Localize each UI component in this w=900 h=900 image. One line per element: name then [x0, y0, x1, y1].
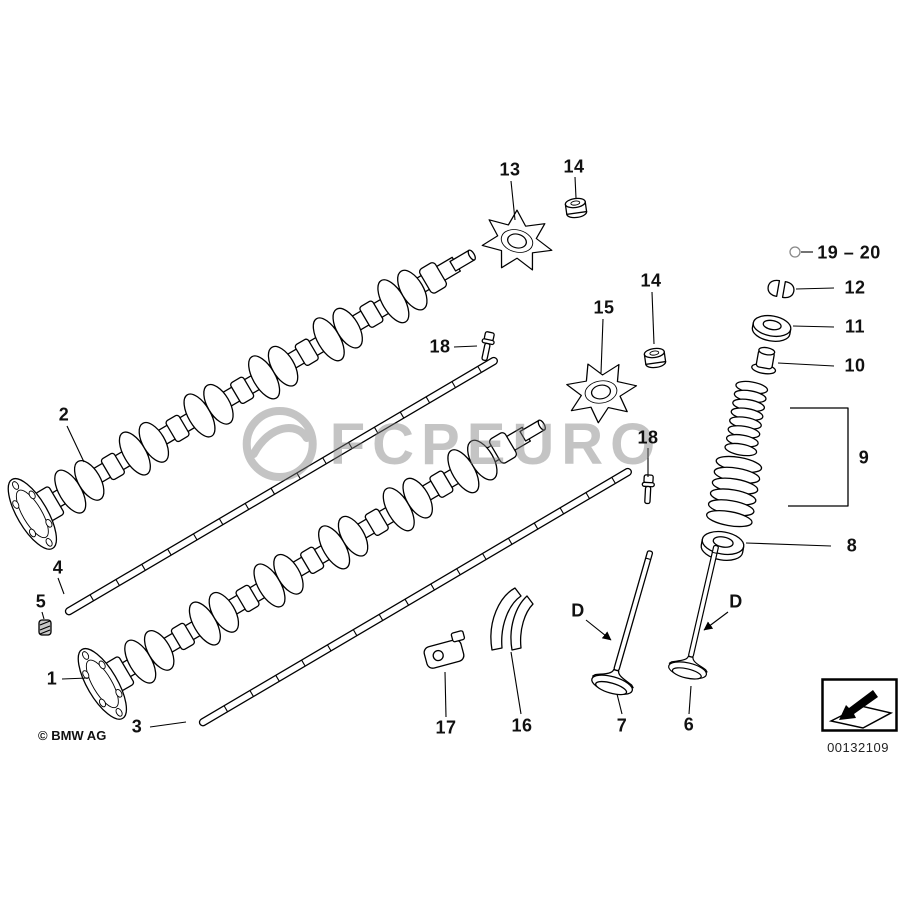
dimension-label-d-right: D — [729, 591, 743, 612]
callout-10: 10 — [844, 355, 866, 376]
callout-14-top: 14 — [563, 156, 585, 177]
diagram-number: 00132109 — [827, 740, 889, 755]
callout-9: 9 — [858, 447, 870, 468]
valve-7 — [588, 544, 672, 700]
callout-18-upper: 18 — [429, 336, 451, 357]
callout-8: 8 — [846, 535, 858, 556]
callout-7: 7 — [616, 715, 628, 736]
leader-lines — [41, 176, 849, 728]
callout-5: 5 — [35, 591, 47, 612]
valve-spring-outer-9 — [705, 455, 763, 528]
spring-clip-16 — [490, 587, 534, 651]
spring-seat-8 — [700, 530, 745, 561]
valve-6 — [666, 540, 736, 683]
plug-5 — [38, 619, 52, 636]
callout-18-lower: 18 — [637, 427, 659, 448]
cap-nut-14-top — [564, 196, 588, 220]
bearing-bracket-17 — [423, 630, 466, 669]
callout-15: 15 — [593, 297, 615, 318]
ball-19-20 — [789, 246, 801, 258]
bolt-18-lower — [640, 474, 656, 505]
callout-4: 4 — [52, 557, 64, 578]
cap-nut-14-mid — [643, 346, 667, 370]
callout-3: 3 — [131, 716, 143, 737]
callout-13: 13 — [499, 159, 521, 180]
impulse-wheel-15 — [563, 355, 643, 428]
dimension-arrows — [585, 611, 729, 641]
spring-retainer-11 — [751, 314, 792, 342]
callout-6: 6 — [683, 714, 695, 735]
callout-1: 1 — [46, 668, 58, 689]
reference-icon-box — [821, 678, 898, 737]
callout-2: 2 — [58, 404, 70, 425]
callout-19-20: 19 – 20 — [817, 242, 881, 263]
valve-stem-seal-10 — [751, 346, 777, 375]
valve-keepers-12 — [767, 279, 795, 299]
valve-spring-inner-9 — [724, 380, 769, 457]
callout-12: 12 — [844, 277, 866, 298]
dimension-label-d-left: D — [571, 600, 585, 621]
callout-17: 17 — [435, 717, 457, 738]
page-arrow-icon — [821, 678, 898, 732]
impulse-wheel-13 — [477, 203, 561, 280]
callout-16: 16 — [511, 715, 533, 736]
copyright-notice: © BMW AG — [38, 728, 107, 743]
callout-14-mid: 14 — [640, 270, 662, 291]
callout-11: 11 — [844, 316, 866, 337]
